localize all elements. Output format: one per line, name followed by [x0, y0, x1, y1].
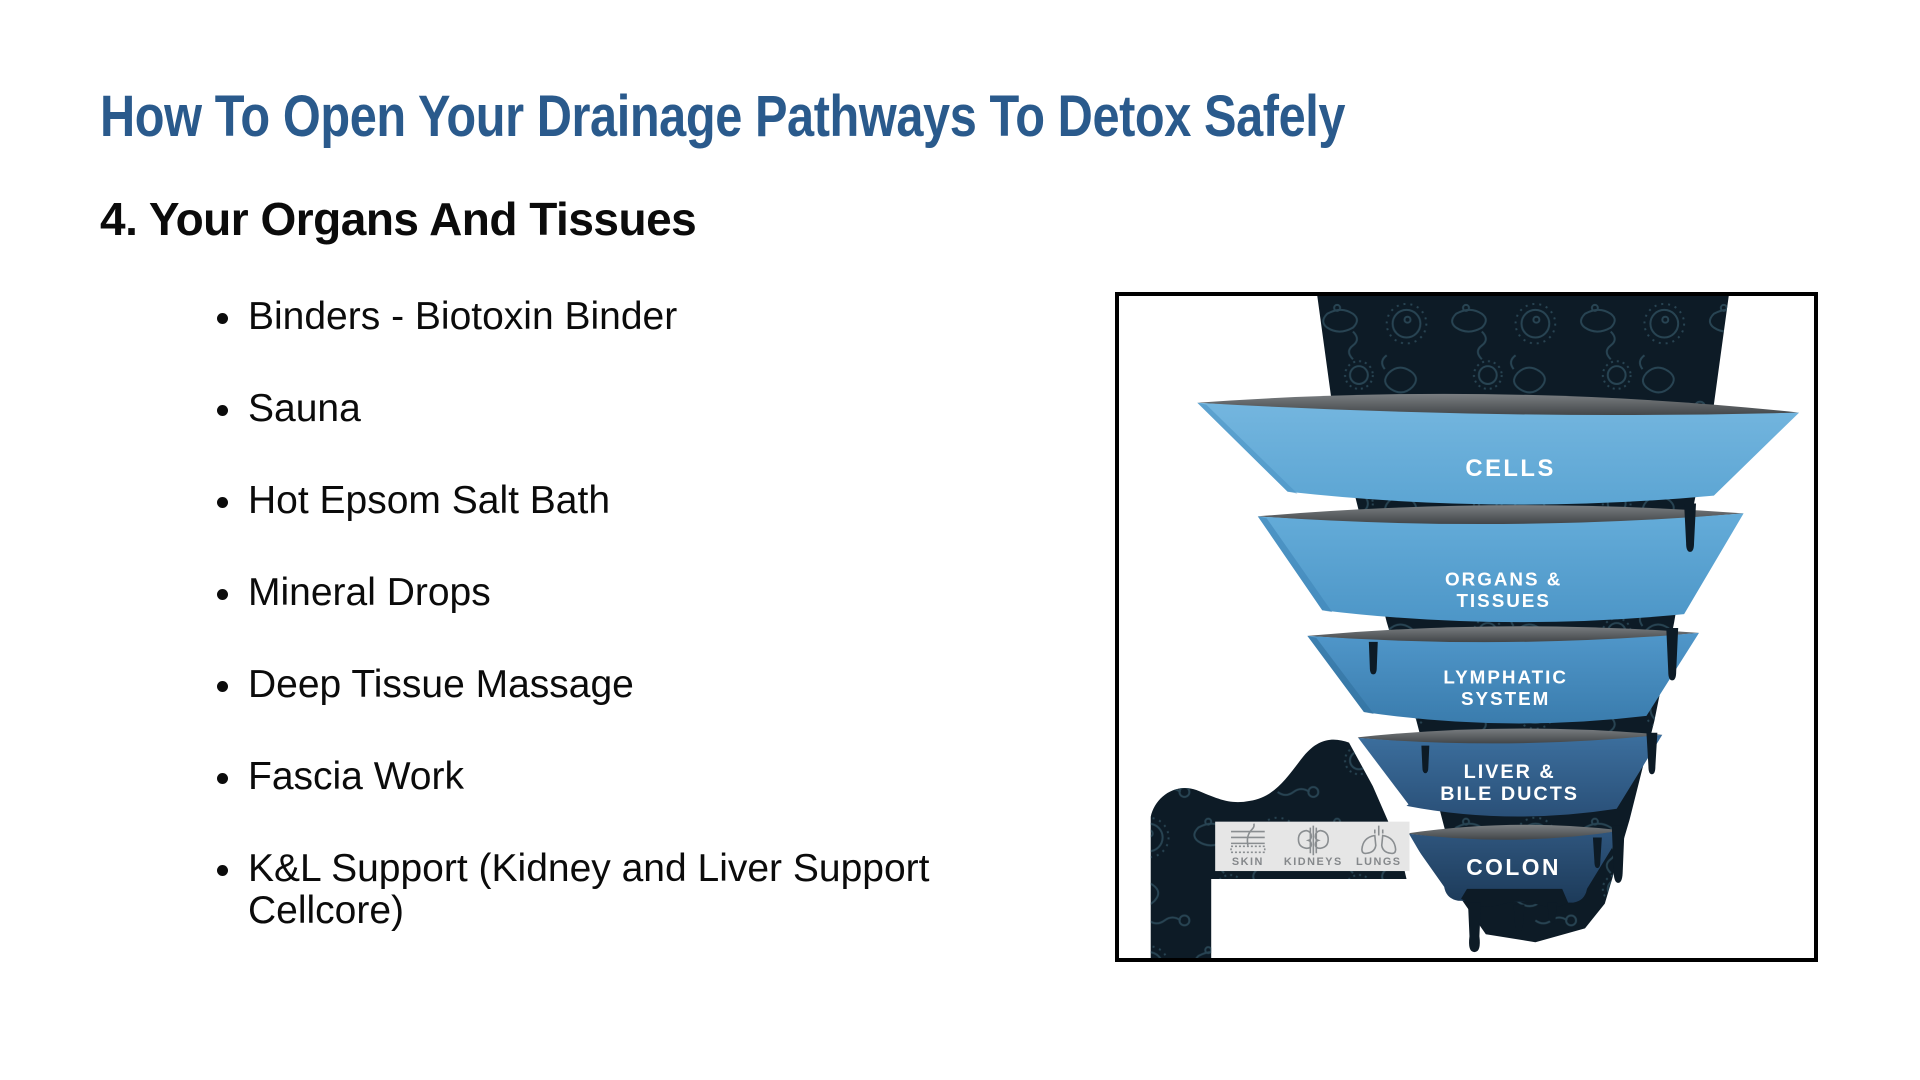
- list-item: Mineral Drops: [246, 572, 1076, 614]
- kidneys-label: KIDNEYS: [1284, 856, 1343, 868]
- funnel-stage-colon: COLON: [1404, 824, 1623, 903]
- stage-label-lymphatic-line2: SYSTEM: [1461, 688, 1550, 709]
- page-title: How To Open Your Drainage Pathways To De…: [100, 84, 1346, 149]
- stage-label-cells: CELLS: [1465, 455, 1555, 482]
- funnel-stage-lymphatic: LYMPHATIC SYSTEM: [1307, 626, 1699, 724]
- skin-icon: [1230, 823, 1266, 854]
- skin-label: SKIN: [1232, 856, 1264, 868]
- lungs-label: LUNGS: [1356, 856, 1402, 868]
- list-item: Deep Tissue Massage: [246, 664, 1076, 706]
- list-item: Hot Epsom Salt Bath: [246, 480, 1076, 522]
- detox-funnel-diagram: CELLS ORGANS & TISSUES LYMPHATIC SYSTEM: [1150, 296, 1800, 958]
- stage-label-liver-line2: BILE DUCTS: [1440, 783, 1579, 805]
- list-item: K&L Support (Kidney and Liver Support Ce…: [246, 848, 1076, 932]
- lungs-icon: [1361, 825, 1397, 855]
- list-item: Binders - Biotoxin Binder: [246, 296, 1076, 338]
- stage-label-organs-line1: ORGANS &: [1445, 569, 1562, 590]
- stage-label-organs-line2: TISSUES: [1456, 590, 1550, 611]
- stage-label-liver-line1: LIVER &: [1464, 761, 1556, 783]
- funnel-stage-liver: LIVER & BILE DUCTS: [1352, 728, 1663, 817]
- kidneys-icon: [1297, 825, 1329, 856]
- slide-subtitle: 4. Your Organs And Tissues: [100, 193, 697, 245]
- toxin-drips: [1368, 503, 1697, 953]
- stage-label-colon: COLON: [1466, 854, 1561, 880]
- organ-pathways-box: SKIN KIDNEYS LUNGS: [1215, 821, 1410, 872]
- list-item: Fascia Work: [246, 756, 1076, 798]
- funnel-stage-organs-tissues: ORGANS & TISSUES: [1257, 505, 1744, 623]
- stage-label-lymphatic-line1: LYMPHATIC: [1443, 666, 1568, 687]
- funnel-stage-cells: CELLS: [1197, 393, 1800, 505]
- list-item: Sauna: [246, 388, 1076, 430]
- bullet-list: Binders - Biotoxin Binder Sauna Hot Epso…: [186, 296, 1076, 982]
- detox-funnel-image: CELLS ORGANS & TISSUES LYMPHATIC SYSTEM: [1115, 292, 1818, 962]
